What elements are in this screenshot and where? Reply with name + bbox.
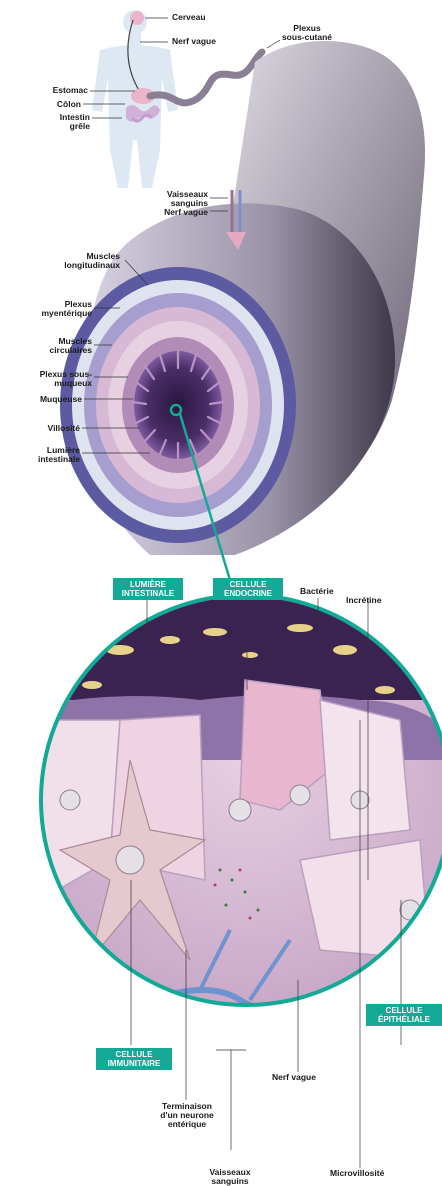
label-nerf-vague-detail: Nerf vague bbox=[272, 1073, 316, 1082]
label-estomac: Estomac bbox=[30, 86, 88, 95]
tag-cellule-epitheliale: CELLULE ÉPITHÉLIALE bbox=[366, 1004, 442, 1026]
label-lumiere-intestinale: Lumière intestinale bbox=[10, 446, 80, 464]
label-incretine: Incrétine bbox=[346, 596, 381, 605]
label-villosite: Villosité bbox=[10, 424, 80, 433]
label-nerf-vague-top: Nerf vague bbox=[172, 37, 216, 46]
label-plexus-sous-muqueux: Plexus sous- muqueux bbox=[10, 370, 92, 388]
tag-lumiere-intestinale: LUMIÈRE INTESTINALE bbox=[113, 578, 183, 600]
label-muqueuse: Muqueuse bbox=[10, 395, 82, 404]
label-vaisseaux-sanguins: Vaisseaux sanguins bbox=[200, 1168, 260, 1186]
label-muscles-circulaires: Muscles circulaires bbox=[10, 337, 92, 355]
tag-cellule-immunitaire: CELLULE IMMUNITAIRE bbox=[96, 1048, 172, 1070]
detail-circle bbox=[40, 590, 442, 1034]
label-microvillosite: Microvillosité bbox=[330, 1169, 384, 1178]
label-vaisseaux-nerf: Vaisseaux sanguins Nerf vague bbox=[130, 190, 208, 217]
label-bacterie: Bactérie bbox=[300, 587, 334, 596]
tag-cellule-endocrine: CELLULE ENDOCRINE bbox=[213, 578, 283, 600]
label-colon: Côlon bbox=[30, 100, 81, 109]
label-plexus-myenterique: Plexus myentérique bbox=[10, 300, 92, 318]
label-intestin-grele: Intestin grêle bbox=[30, 113, 90, 131]
label-plexus-sous-cutane: Plexus sous-cutané bbox=[272, 24, 342, 42]
label-terminaison-neurone: Terminaison d'un neurone entérique bbox=[150, 1102, 224, 1129]
label-cerveau: Cerveau bbox=[172, 13, 206, 22]
label-muscles-longitudinaux: Muscles longitudinaux bbox=[20, 252, 120, 270]
